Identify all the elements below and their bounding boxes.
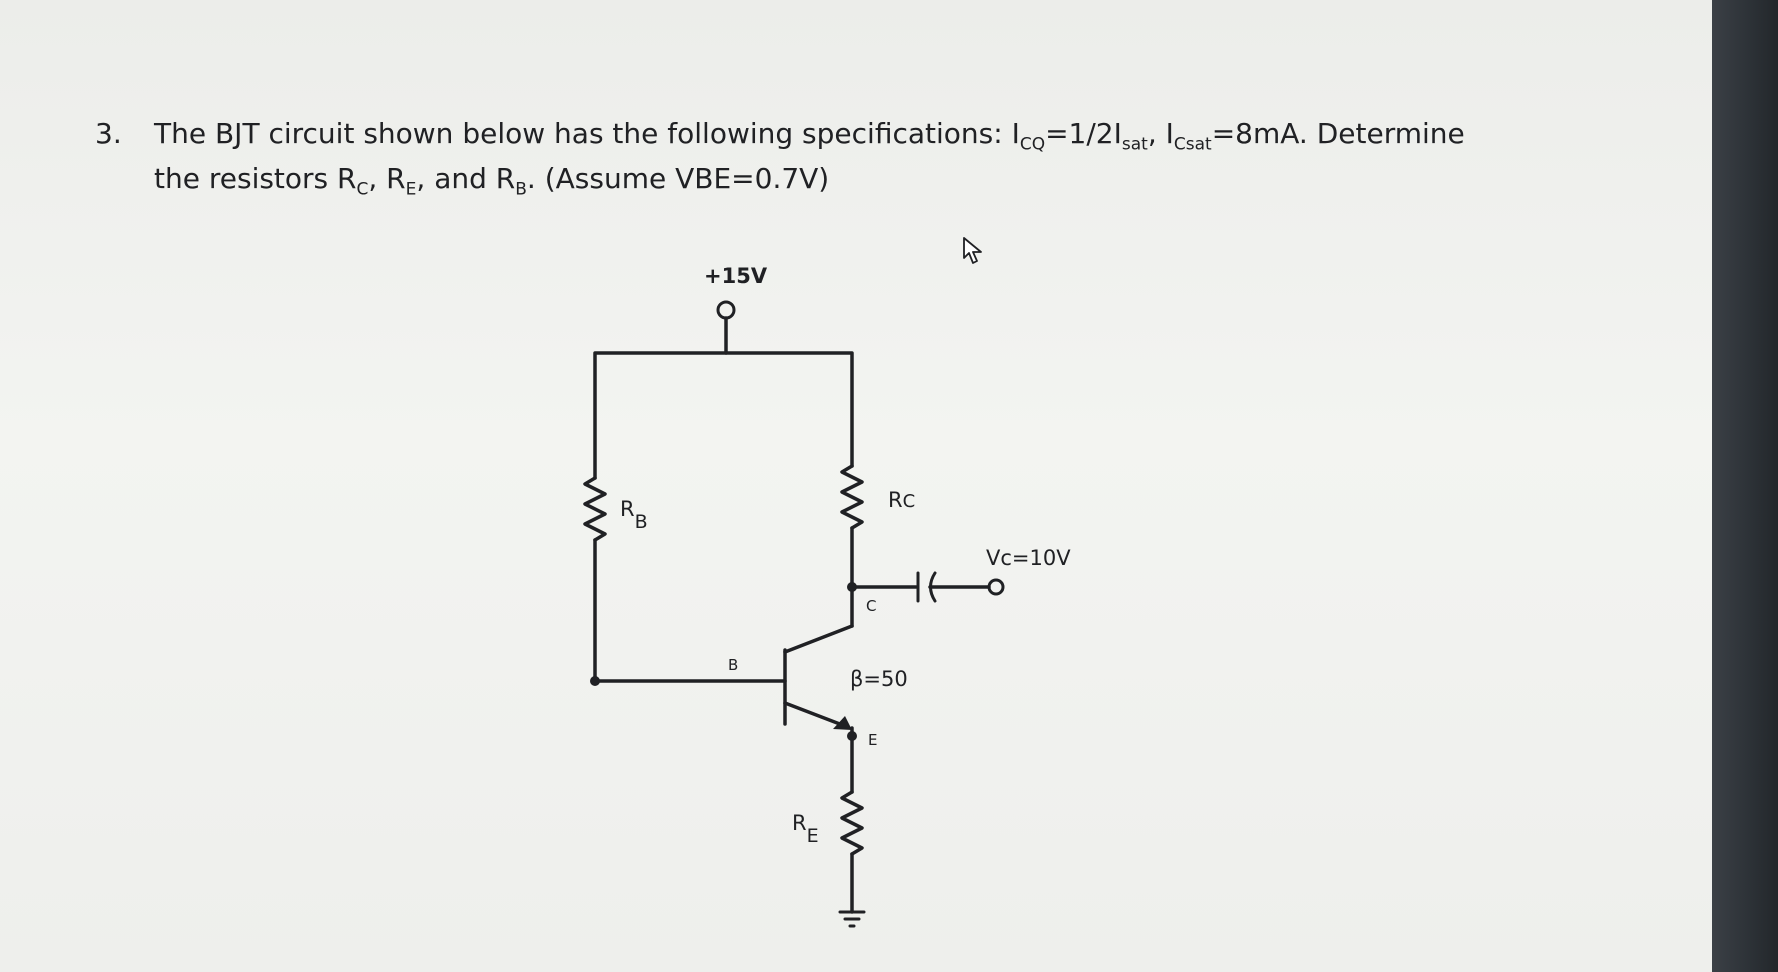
output-terminal (987, 578, 1005, 596)
collector-leg (783, 624, 854, 654)
rc-label: RC (888, 488, 915, 512)
question-line-2: the resistors RC, RE, and RB. (Assume VB… (154, 162, 830, 200)
re-label: RE (792, 811, 819, 847)
re-resistor (840, 790, 864, 856)
top-rail-wire (593, 351, 854, 480)
collector-label: C (866, 597, 876, 615)
base-label: B (728, 656, 738, 674)
emitter-label: E (868, 731, 877, 749)
emitter-leg (783, 701, 847, 728)
supply-label: +15V (704, 264, 768, 288)
question-number: 3. (95, 117, 122, 150)
question-line-1: The BJT circuit shown below has the foll… (154, 117, 1465, 155)
bjt-circuit-diagram: +15V RB RC Vc=10V C B β=50 E RE (583, 264, 1071, 928)
beta-label: β=50 (850, 667, 908, 691)
rb-label: RB (620, 497, 648, 533)
rb-resistor (583, 476, 607, 542)
rc-resistor (840, 464, 864, 530)
emitter-arrow (833, 716, 852, 730)
supply-terminal (716, 300, 736, 320)
base-node-dot (590, 676, 600, 686)
monitor-bezel (1712, 0, 1778, 972)
output-label: Vc=10V (986, 546, 1071, 570)
collector-node-dot (847, 582, 857, 592)
mouse-cursor-icon (963, 237, 982, 264)
emitter-node-dot (847, 731, 857, 741)
